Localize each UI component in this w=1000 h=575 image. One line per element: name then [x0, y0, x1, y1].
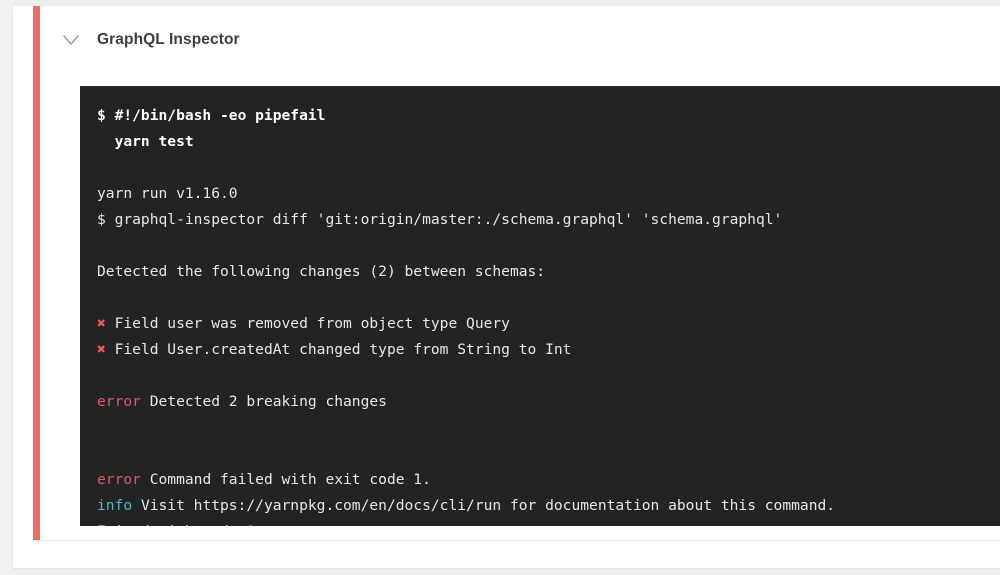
page-top-strip [0, 0, 1000, 6]
step-header-toggle[interactable]: GraphQL Inspector [40, 6, 1000, 74]
terminal-line: yarn run v1.16.0 [97, 185, 238, 202]
page-left-gutter [0, 0, 13, 575]
terminal-line: $ graphql-inspector diff 'git:origin/mas… [97, 211, 783, 228]
terminal-line: Exited with code 1 [80, 519, 1000, 526]
terminal-line: info Visit https://yarnpkg.com/en/docs/c… [80, 493, 1000, 519]
build-step-card: GraphQL Inspector $ #!/bin/bash -eo pipe… [13, 6, 1000, 568]
terminal-log-lines: $ #!/bin/bash -eo pipefail yarn test yar… [80, 103, 1000, 526]
breaking-change-marker-icon: ✖ [97, 341, 106, 358]
breaking-change-text: Field User.createdAt changed type from S… [105, 341, 572, 358]
terminal-line: ✖ Field user was removed from object typ… [80, 311, 1000, 337]
breaking-change-marker-icon: ✖ [97, 315, 106, 332]
terminal-log-output[interactable]: $ #!/bin/bash -eo pipefail yarn test yar… [80, 86, 1000, 526]
log-message-text: Command failed with exit code 1. [140, 471, 431, 488]
terminal-line: $ #!/bin/bash -eo pipefail [97, 107, 326, 124]
chevron-down-icon[interactable] [58, 27, 84, 53]
terminal-line: yarn test [97, 133, 194, 150]
terminal-line [80, 155, 1000, 181]
terminal-line: error Command failed with exit code 1. [80, 467, 1000, 493]
step-status-accent-bar [33, 6, 40, 540]
card-footer [13, 541, 1000, 568]
terminal-line: Detected the following changes (2) betwe… [97, 263, 546, 280]
terminal-line [80, 233, 1000, 259]
terminal-line: ✖ Field User.createdAt changed type from… [80, 337, 1000, 363]
log-message-text: Visit https://yarnpkg.com/en/docs/cli/ru… [132, 497, 836, 514]
log-level-label: error [97, 393, 141, 410]
log-level-label: error [97, 471, 141, 488]
step-divider [33, 540, 1000, 541]
terminal-line [80, 415, 1000, 441]
terminal-line [80, 285, 1000, 311]
log-message-text: Detected 2 breaking changes [140, 393, 387, 410]
log-level-label: info [97, 497, 133, 514]
breaking-change-text: Field user was removed from object type … [105, 315, 510, 332]
terminal-line [80, 441, 1000, 467]
terminal-line: error Detected 2 breaking changes [80, 389, 1000, 415]
terminal-line [80, 363, 1000, 389]
step-title: GraphQL Inspector [97, 31, 240, 48]
